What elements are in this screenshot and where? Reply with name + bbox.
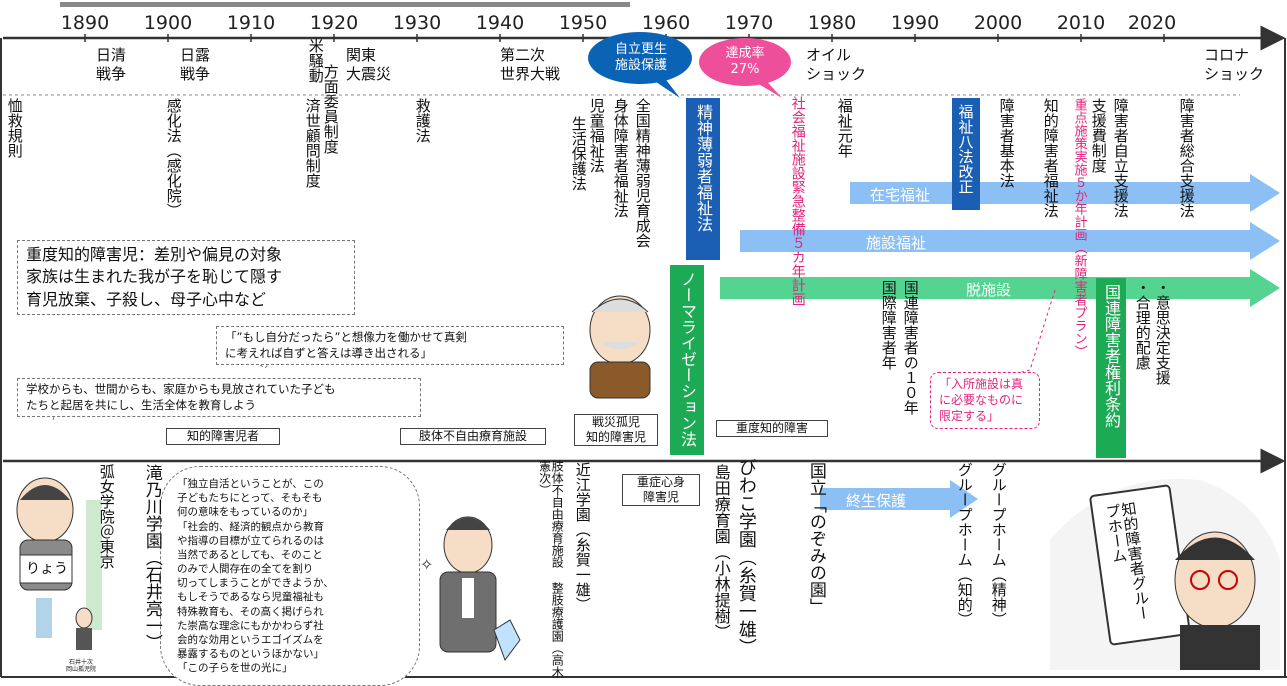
- law-shintai-shogai: 身体障害者福祉法: [611, 98, 630, 218]
- oval-achievement-label: 達成率 27%: [725, 46, 765, 78]
- lifelong-protection-arrow: [820, 480, 978, 518]
- year-1980: 1980: [807, 12, 857, 34]
- note-school-line1: 学校からも、世間からも、家庭からも見放されていた子ども: [26, 382, 336, 396]
- tag-multiple: 重症心身 障害児: [622, 474, 700, 506]
- year-1950: 1950: [558, 12, 608, 34]
- inst-omi-gakuen: 近江学園（糸賀一雄）: [573, 462, 592, 612]
- year-1940: 1940: [475, 12, 525, 34]
- law-kokusai-shogaisha: 国際障害者年: [879, 280, 898, 370]
- note-school-line2: たちと起居を共にし、生活全体を教育しよう: [26, 397, 256, 412]
- law-ishi-kettei: ・意思決定支援: [1153, 280, 1172, 385]
- box-kenri-joyaku: 国連障害者権利条約: [1096, 278, 1126, 458]
- tag-physical: 肢体不自由療育施設: [400, 428, 546, 445]
- inst-biwako: びわこ学園（糸賀一雄）: [735, 458, 757, 656]
- inst-nozomi: 国立「のぞみの園」: [805, 462, 826, 615]
- law-kyugo: 救護法: [413, 98, 432, 143]
- ishii-illustration: [16, 477, 102, 650]
- band-deinst-label: 脱施設: [966, 281, 1012, 299]
- law-goriteki-hairyo: ・合理的配慮: [1133, 280, 1152, 370]
- event-kanto-earthquake: 関東 大震災: [346, 46, 392, 83]
- note-itoga-quote: 「独立自活ということが、この 子どもたちにとって、そもそも 何の意味をもっている…: [160, 466, 420, 686]
- box-normalization: ノーマライゼーション法: [670, 265, 704, 455]
- law-ikuseikai: 全国精神薄弱児育成会: [633, 98, 652, 248]
- year-1990: 1990: [890, 12, 940, 34]
- tag-intellectual: 知的障害児者: [166, 428, 280, 445]
- oval-self-rehab: [588, 32, 692, 84]
- law-kokuren-10: 国連障害者の１０年: [901, 280, 920, 415]
- event-world-war-2: 第二次 世界大戦: [500, 46, 561, 83]
- year-1930: 1930: [392, 12, 442, 34]
- law-fukushi-gannen: 福祉元年: [835, 98, 854, 158]
- note-nyusho-shisetsu: 「入所施設は真 に必要なものに 限定する」: [930, 372, 1040, 429]
- law-jiritsu-shien: 障害者自立支援法: [1111, 98, 1130, 218]
- law-jido-fukushi: 児童福祉法: [587, 98, 606, 173]
- note-imagination-quote: 「”もし自分だったら”と想像力を働かせて真剣 に考えれば自ずと答えは導き出される…: [216, 326, 564, 366]
- box-seishin-hakujaku: 精神薄弱者福祉法: [686, 98, 720, 260]
- year-1920: 1920: [309, 12, 359, 34]
- year-2010: 2010: [1056, 12, 1106, 34]
- band-facility-label: 施設福祉: [866, 234, 927, 252]
- elder-illustration: [589, 295, 651, 399]
- law-jukkyu: 恤救規則: [5, 98, 24, 158]
- note-quote-line1: 「”もし自分だったら”と想像力を働かせて真剣: [225, 330, 467, 344]
- facility-welfare-arrow: [740, 222, 1280, 260]
- inst-kojo-gakuin: 弧女学院＠東京: [97, 464, 116, 569]
- inst-takinogawa: 滝乃川学園（石井亮一）: [141, 464, 162, 651]
- sign-label: りょう: [26, 561, 68, 577]
- law-shienhi: 支援費制度: [1089, 98, 1108, 173]
- inst-shimada: 島田療育園（小林提樹）: [711, 464, 731, 640]
- box-fukushi-happo: 福祉八法改正: [952, 98, 980, 210]
- law-jutten-shisaku: 重点施策実施５か年計画（新障害者プラン）: [1071, 98, 1087, 358]
- event-russo-japanese-war: 日露 戦争: [180, 46, 211, 83]
- note-severe-line2: 家族は生まれた我が子を恥じて隠す: [26, 267, 283, 287]
- band-lifelong-label: 終生保護: [846, 492, 907, 510]
- year-1970: 1970: [724, 12, 774, 34]
- event-rice-riots: 米騒動: [306, 38, 325, 83]
- law-shogaisha-kihon: 障害者基本法: [997, 98, 1016, 188]
- note-severe-line3: 育児放棄、子殺し、母子心中など: [26, 289, 267, 309]
- event-oil-shock: オイル ショック: [806, 46, 867, 83]
- deinstitutionalization-arrow: [720, 269, 1280, 307]
- law-kinkyu-seibi: 社会福祉施設緊急整備５カ年計画: [789, 96, 806, 306]
- law-chiteki-shogai: 知的障害者福祉法: [1041, 98, 1060, 218]
- year-1960: 1960: [641, 12, 691, 34]
- board-illustration: [1050, 478, 1280, 670]
- year-2020: 2020: [1127, 12, 1177, 34]
- note-severe-line1: 重度知的障害児：差別や偏見の対象: [26, 245, 283, 264]
- note-school-education: 学校からも、世間からも、家庭からも見放されていた子ども たちと起居を共にし、生活…: [17, 378, 421, 418]
- law-kanka: 感化法（感化院）: [164, 98, 183, 218]
- year-1890: 1890: [60, 12, 110, 34]
- ishii-caption: 石井十次 岡山孤児院: [66, 659, 97, 673]
- event-sino-japanese-war: 日清 戦争: [96, 46, 127, 83]
- law-seikatsu-hogo: 生活保護法: [569, 116, 588, 191]
- event-corona-shock: コロナ ショック: [1204, 46, 1265, 83]
- band-home-label: 在宅福祉: [870, 186, 931, 204]
- tag-severe: 重度知的障害: [716, 420, 828, 437]
- law-houmen-iin: 方面委員制度: [321, 64, 340, 154]
- note-quote-line2: に考えれば自ずと答えは導き出される」: [225, 345, 432, 360]
- svg-text:✧: ✧: [420, 555, 433, 574]
- law-sogo-shien: 障害者総合支援法: [1177, 98, 1196, 218]
- oval-achievement: [699, 38, 791, 86]
- year-1900: 1900: [143, 12, 193, 34]
- year-1910: 1910: [226, 12, 276, 34]
- inst-seishi-ryogoen: 肢体不自由療育施設 整肢療護園（高木憲次）: [537, 460, 565, 678]
- tag-war-orphans: 戦災孤児 知的障害児: [574, 414, 658, 446]
- note-severe-disabled: 重度知的障害児：差別や偏見の対象 家族は生まれた我が子を恥じて隠す 育児放棄、子…: [17, 240, 355, 316]
- year-2000: 2000: [973, 12, 1023, 34]
- law-saisei-komon: 済世顧問制度: [303, 98, 322, 188]
- oval-self-rehab-label: 自立更生 施設保護: [614, 42, 667, 74]
- inst-gh-seishin: グループホーム（精神）: [989, 462, 1008, 627]
- inst-gh-chiteki: グループホーム（知的）: [955, 462, 974, 627]
- itoga-illustration: ✧: [420, 516, 521, 662]
